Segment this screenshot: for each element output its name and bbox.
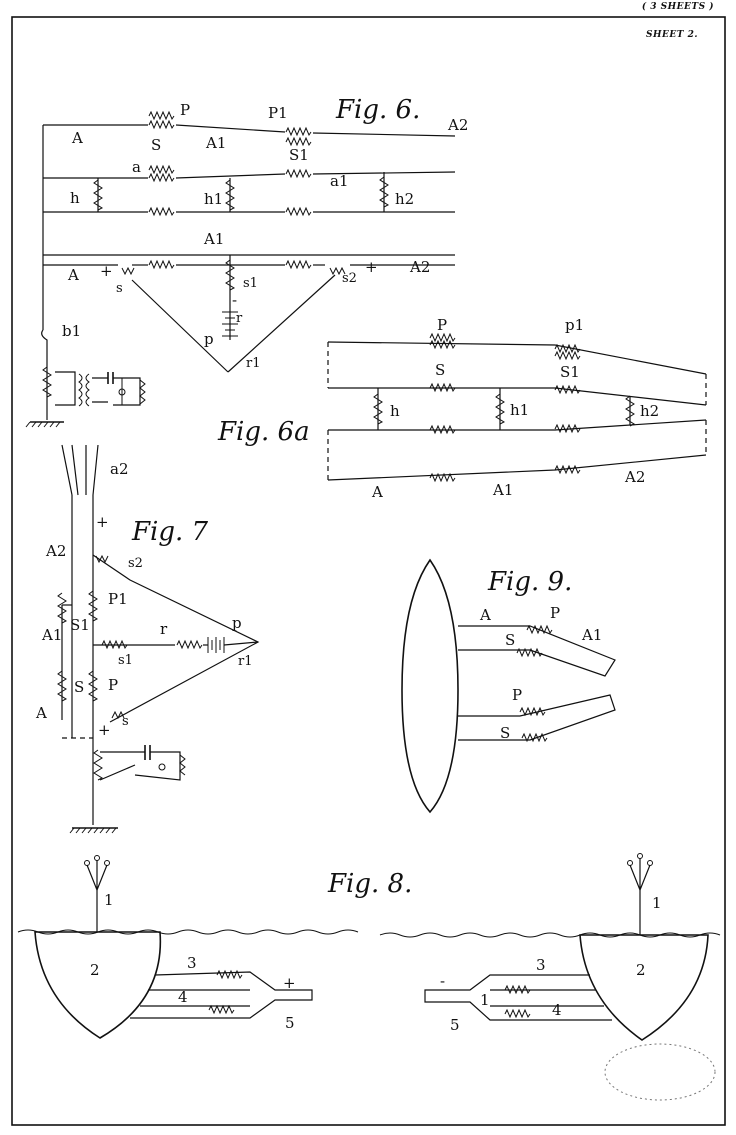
fig7-label-A2: A2 [45,542,66,560]
fig7-label-r: r [160,620,168,638]
fig6-label-b1: b1 [62,322,81,340]
fig6-label-s1: s1 [243,276,258,291]
fig6a-label-S: S [435,361,445,379]
fig9-label-A: A [479,606,491,624]
fig7-plus-top: + [96,513,109,531]
fig6-label-s2: s2 [342,271,357,286]
fig6-label-A: A [71,129,83,147]
fig7-label-a2: a2 [110,460,129,478]
fig6-label-A2: A2 [447,116,468,134]
fig8-label-3-right: 3 [536,956,546,974]
fig6-label-p: p [204,330,214,348]
fig7-label-s: s [122,714,129,729]
fig6-label-h: h [70,189,80,207]
sheet-border [11,16,726,1126]
fig6-label-h1: h1 [204,190,223,208]
fig7-label-A1: A1 [41,626,62,644]
fig8-label-1-right: 1 [652,894,662,912]
fig8-plus: + [283,974,296,992]
sheet-count-header: ( 3 SHEETS ) [641,2,714,12]
fig6a-label-p1: p1 [565,316,584,334]
figure-6a: Fig. 6a P p1 S S1 h h1 h2 A A1 A2 [217,316,707,501]
fig6-plus-right: + [365,258,378,276]
fig7-label-P: P [108,676,118,694]
fig6-label-A2-lower: A2 [409,258,430,276]
fig6-label-r1: r1 [246,356,261,371]
fig6a-label-h1: h1 [510,401,529,419]
fig6-label-S: S [151,136,161,154]
fig8-label-2-right: 2 [636,961,646,979]
fig9-label-P: P [550,604,560,622]
fig6a-label-P: P [437,316,447,334]
fig7-label-S1: S1 [70,616,90,634]
fig6-minus: - [232,291,237,309]
fig8-label-4-right: 4 [552,1001,562,1019]
fig7-label-S: S [74,678,84,696]
fig6-label-s: s [116,281,123,296]
fig9-label-S: S [505,631,515,649]
fig7-label-A: A [35,704,47,722]
fig6a-label-A: A [371,483,383,501]
fig6a-label-h: h [390,402,400,420]
fig6-label-h2: h2 [395,190,414,208]
fig6-label-P: P [180,101,190,119]
fig7-label-s2: s2 [128,556,143,571]
fig6-label-A1-lower: A1 [203,230,224,248]
fig8-label-1-inner: 1 [480,991,490,1009]
fig6a-label-h2: h2 [640,402,659,420]
sheet-number-header: SHEET 2. [646,30,698,40]
fig8-label-4-left: 4 [178,988,188,1006]
fig6-label-a1: a1 [330,172,349,190]
figure-7: Fig. 7 a2 + [35,444,260,834]
fig6-label-A-lower: A [67,266,79,284]
fig7-plus-bottom: + [98,721,111,739]
fig6a-title: Fig. 6a [217,417,310,447]
fig8-label-5-left: 5 [285,1014,295,1032]
fig8-label-1-left: 1 [104,891,114,909]
fig8-label-5-right: 5 [450,1016,460,1034]
fig6-label-a: a [132,158,141,176]
fig8-label-3-left: 3 [187,954,197,972]
fig8-label-2-left: 2 [90,961,100,979]
fig8-title: Fig. 8. [327,869,412,899]
fig6-plus-left: + [100,262,113,280]
fig6a-label-A2: A2 [624,468,645,486]
fig6-title: Fig. 6. [335,95,420,125]
fig9-label-S-lower: S [500,724,510,742]
fig7-title: Fig. 7 [131,517,209,547]
fig6-label-P1: P1 [268,104,288,122]
fig6a-label-A1: A1 [492,481,513,499]
fig9-label-A1: A1 [581,626,602,644]
fig9-label-P-lower: P [512,686,522,704]
fig7-label-p: p [232,614,242,632]
fig6-label-r: r [236,311,243,326]
fig6-label-S1: S1 [289,146,309,164]
fig8-minus: - [440,972,445,990]
fig7-label-P1: P1 [108,590,128,608]
fig7-label-r1: r1 [238,654,253,669]
fig7-label-s1: s1 [118,653,133,668]
fig9-title: Fig. 9. [487,567,572,597]
figure-6: Fig. 6. [25,95,468,428]
fig6a-label-S1: S1 [560,363,580,381]
fig6-label-A1: A1 [205,134,226,152]
figure-8: Fig. 8. 1 2 3 4 5 + 1 2 3 4 [17,853,721,1101]
figure-9: Fig. 9. A P A1 S P S [401,558,616,814]
